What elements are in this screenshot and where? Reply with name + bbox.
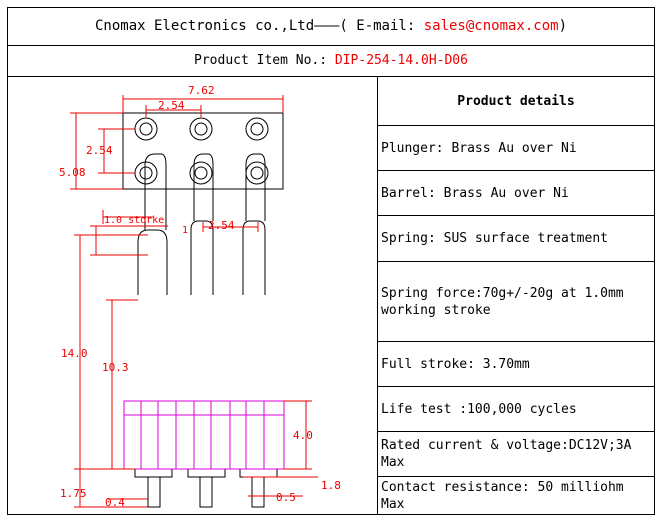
spec-sheet: Cnomax Electronics co.,Ltd———( E-mail: s…: [7, 7, 655, 515]
dim-tail-w: 0.5: [276, 491, 296, 504]
product-item-row: Product Item No.: DIP-254-14.0H-D06: [8, 45, 654, 77]
dim-total-height: 14.0: [61, 347, 88, 360]
side-view-dims: [74, 210, 318, 508]
dim-width: 7.62: [188, 84, 215, 97]
detail-spring: Spring: SUS surface treatment: [378, 216, 654, 262]
top-view-dims: [70, 95, 284, 190]
product-details-table: Product details Plunger: Brass Au over N…: [378, 77, 654, 515]
dim-tail-dia: 0.4: [105, 496, 125, 509]
dim-body: 4.0: [293, 429, 313, 442]
detail-life-test: Life test :100,000 cycles: [378, 387, 654, 432]
technical-drawing: 7.62 2.54 2.54 5.08: [8, 77, 378, 515]
dim-pitch-side: 2.54: [208, 219, 235, 232]
stroke-label: 1.0 storke: [104, 215, 164, 226]
dim-above-body: 10.3: [102, 361, 129, 374]
drawing-svg: 7.62 2.54 2.54 5.08: [59, 84, 341, 509]
email-link[interactable]: sales@cnomax.com: [423, 18, 559, 34]
product-item-number: DIP-254-14.0H-D06: [334, 53, 468, 68]
side-view-pins: [134, 153, 278, 508]
product-item-label: Product Item No.:: [194, 53, 335, 68]
dim-height-top: 5.08: [59, 166, 86, 179]
dim-flange: 1.8: [321, 479, 341, 492]
dim-pitch: 2.54: [158, 99, 185, 112]
body-housing: [123, 400, 285, 470]
detail-full-stroke: Full stroke: 3.70mm: [378, 342, 654, 387]
dim-tail: 1.75: [60, 487, 87, 500]
stroke-side: 1: [182, 225, 188, 236]
top-view: [122, 112, 284, 190]
detail-rated-current: Rated current & voltage:DC12V;3A Max: [378, 432, 654, 477]
company-name: Cnomax Electronics co.,Ltd———( E-mail:: [94, 18, 424, 34]
dim-row-pitch: 2.54: [86, 144, 113, 157]
detail-barrel: Barrel: Brass Au over Ni: [378, 171, 654, 216]
header-close: ): [558, 18, 568, 34]
details-title: Product details: [378, 77, 654, 126]
detail-spring-force: Spring force:70g+/-20g at 1.0mm working …: [378, 262, 654, 342]
company-header: Cnomax Electronics co.,Ltd———( E-mail: s…: [8, 8, 654, 46]
detail-contact-resistance: Contact resistance: 50 milliohm Max: [381, 480, 624, 512]
detail-plunger: Plunger: Brass Au over Ni: [378, 126, 654, 171]
